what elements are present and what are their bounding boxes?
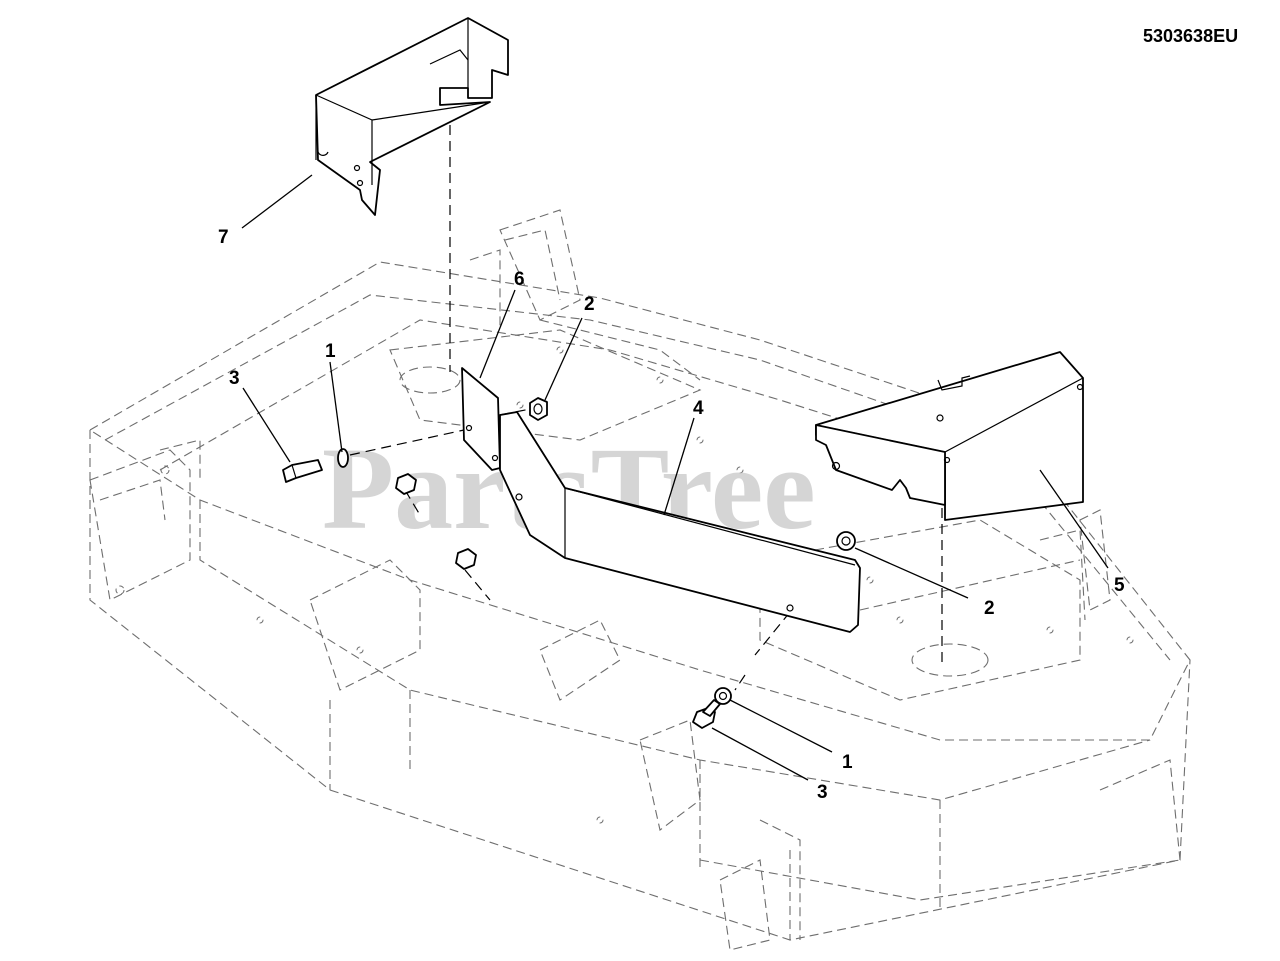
assembly-axes xyxy=(349,125,943,691)
callouts: 7 6 2 1 3 4 5 2 1 3 xyxy=(218,227,1125,803)
callout-1-left: 1 xyxy=(325,341,336,362)
callout-7: 7 xyxy=(218,227,229,248)
deck-holes xyxy=(256,346,1134,824)
nut-2-right xyxy=(836,531,856,551)
callout-2-right: 2 xyxy=(984,598,995,619)
callout-3-left: 3 xyxy=(229,368,240,389)
washer-1-left xyxy=(337,448,349,468)
part-6-plate xyxy=(461,367,501,471)
mower-deck-outline xyxy=(88,209,1191,951)
callout-6: 6 xyxy=(514,269,525,290)
part-7-cover xyxy=(315,17,509,216)
hardware xyxy=(282,397,856,729)
callout-1-bottom: 1 xyxy=(842,752,853,773)
callout-3-bottom: 3 xyxy=(817,782,828,803)
nut-left-1 xyxy=(395,473,417,495)
drawing-number: 5303638EU xyxy=(1143,26,1238,46)
washer-1-bottom xyxy=(714,687,732,705)
bolt-3-bottom xyxy=(692,699,721,729)
part-5-cover xyxy=(815,351,1084,521)
part-4-baffle xyxy=(499,411,861,633)
callout-4: 4 xyxy=(693,398,704,419)
callout-2-top: 2 xyxy=(584,294,595,315)
nut-2-top xyxy=(529,397,548,421)
leader-lines xyxy=(241,174,1109,781)
nut-left-2 xyxy=(455,548,477,570)
bolt-3-left xyxy=(282,459,323,483)
callout-5: 5 xyxy=(1114,575,1125,596)
